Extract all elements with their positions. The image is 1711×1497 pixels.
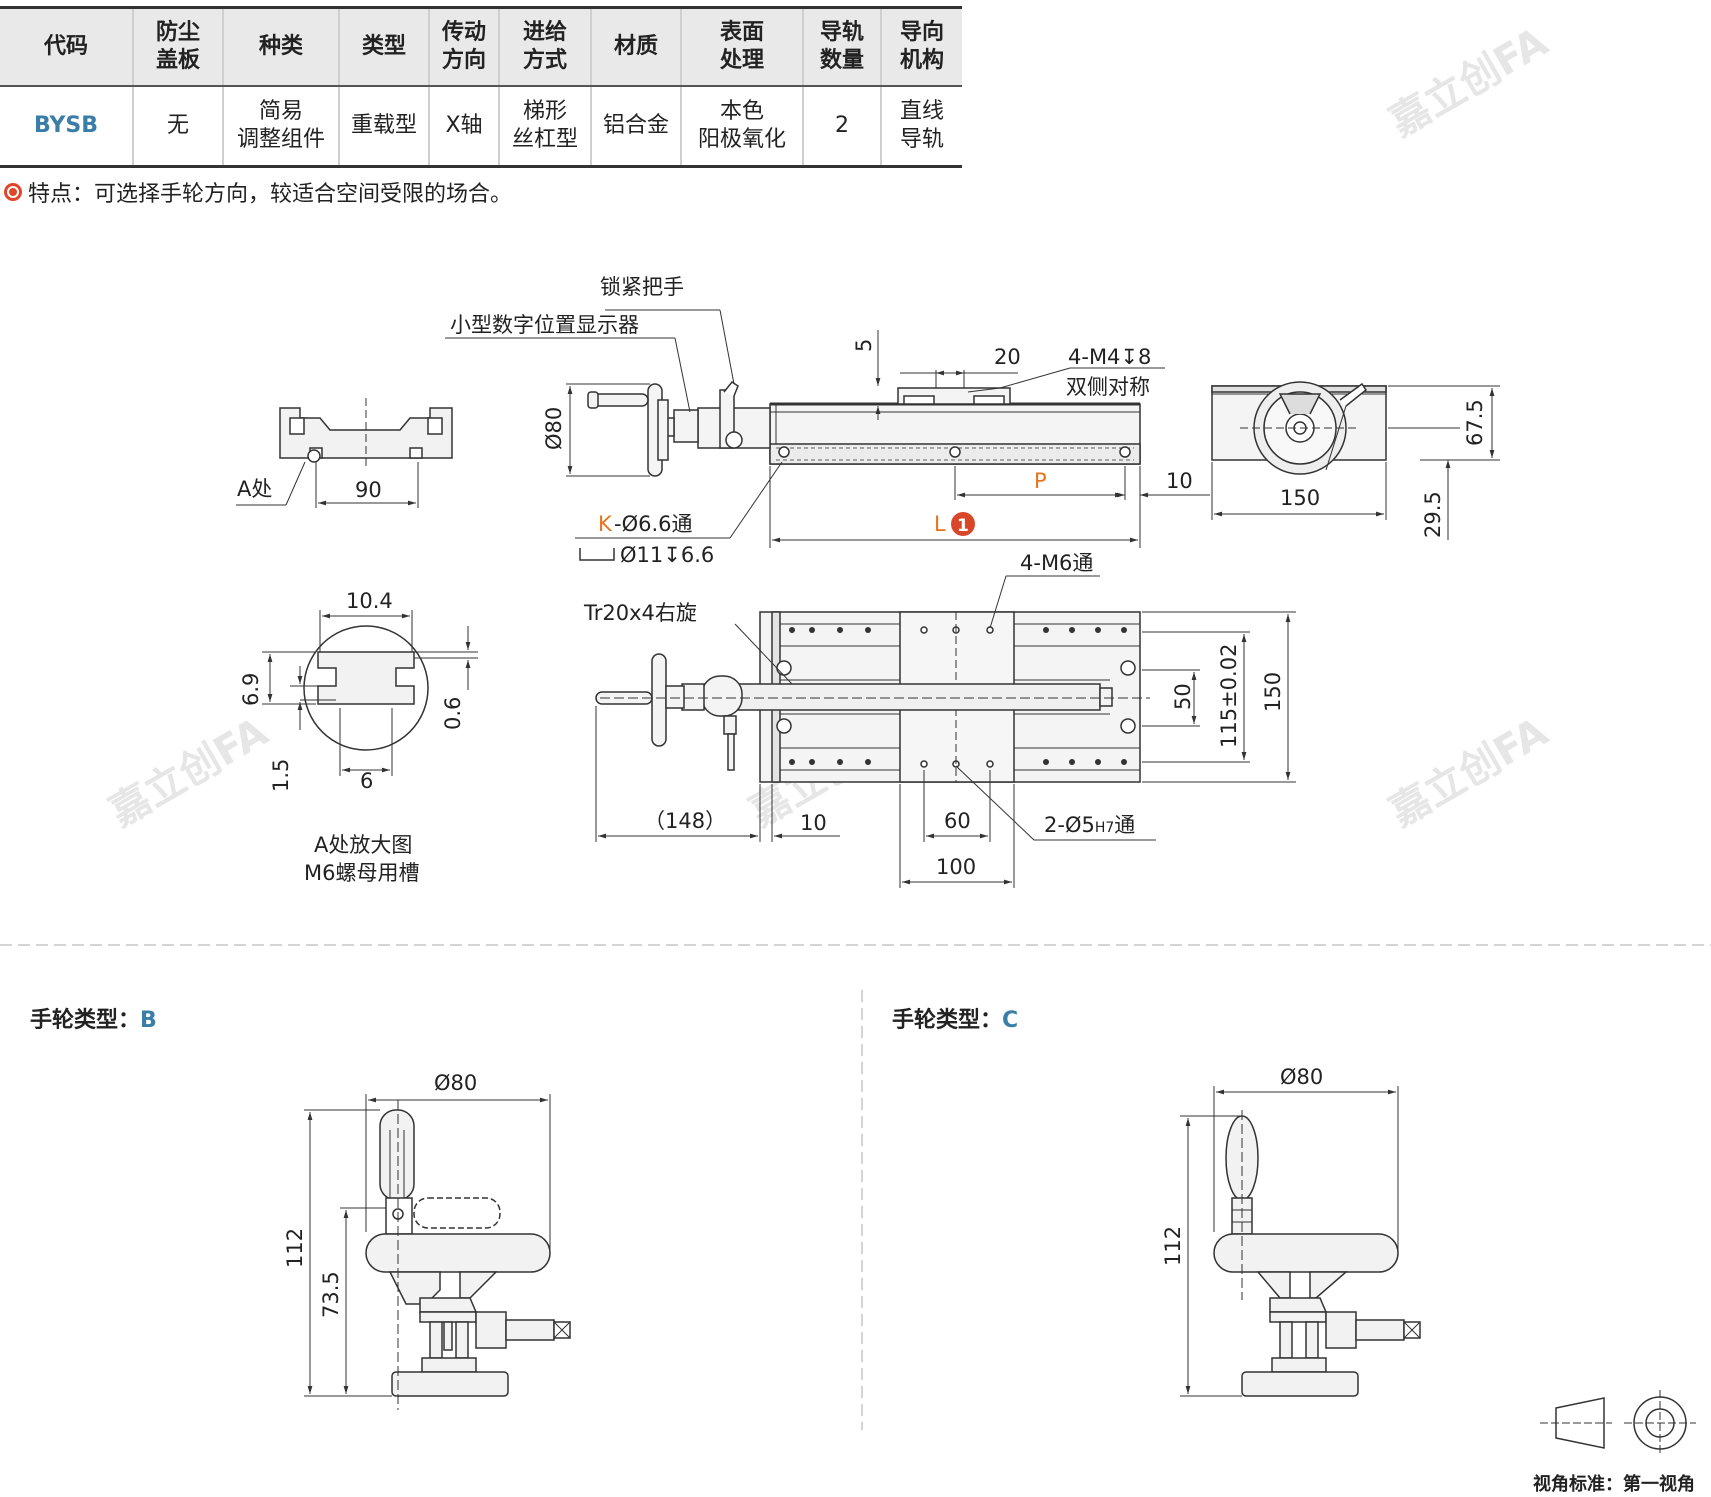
dim-148: （148） xyxy=(644,809,726,833)
hb-dim-dia80: Ø80 xyxy=(434,1071,477,1095)
a-point-label: A处 xyxy=(237,477,272,501)
dim-dia80: Ø80 xyxy=(542,407,566,450)
first-angle-projection-icon xyxy=(1540,1390,1696,1456)
hc-dim-dia80: Ø80 xyxy=(1280,1065,1323,1089)
dim-0-6: 0.6 xyxy=(441,697,465,730)
header-cell: 防尘盖板 xyxy=(133,6,224,87)
pin-hole-label: 2-Ø5H7通 xyxy=(1044,813,1135,837)
hc-dim-112: 112 xyxy=(1161,1226,1185,1266)
k-prefix: K xyxy=(598,512,613,536)
handwheel-b-title: 手轮类型：B xyxy=(30,1008,157,1033)
dim-20: 20 xyxy=(994,345,1021,369)
end-profile-view xyxy=(236,398,453,508)
detail-a-subtitle: M6螺母用槽 xyxy=(304,861,419,885)
handwheel-c-view xyxy=(1180,1086,1421,1397)
lock-handle-label: 锁紧把手 xyxy=(600,275,684,299)
detail-a-view xyxy=(262,610,478,776)
dim-115: 115±0.02 xyxy=(1217,644,1241,748)
target-icon xyxy=(4,183,22,201)
header-cell: 表面处理 xyxy=(681,6,804,87)
dim-60: 60 xyxy=(944,809,971,833)
dim-6-9: 6.9 xyxy=(239,673,263,706)
dim-10a: 10 xyxy=(1166,469,1193,493)
table-header-row: 代码 防尘盖板 种类 类型 传动方向 进给方式 材质 表面处理 导轨数量 导向机… xyxy=(0,6,962,87)
hb-dim-73-5: 73.5 xyxy=(319,1271,343,1318)
dim-10-4: 10.4 xyxy=(346,589,393,613)
note-badge xyxy=(951,512,975,536)
leadscrew-label: Tr20x4右旋 xyxy=(583,601,697,625)
dim-150a: 150 xyxy=(1280,486,1320,510)
header-cell: 导轨数量 xyxy=(803,6,882,87)
hb-dim-112: 112 xyxy=(283,1228,307,1268)
spec-table: 代码 防尘盖板 种类 类型 传动方向 进给方式 材质 表面处理 导轨数量 导向机… xyxy=(0,6,962,168)
dim-5: 5 xyxy=(852,339,876,352)
dim-l: L xyxy=(934,512,946,536)
counterbore-label: Ø11↧6.6 xyxy=(620,543,714,567)
dim-29-5: 29.5 xyxy=(1421,491,1445,538)
table-cell: 简易调整组件 xyxy=(223,86,340,168)
detail-a-title: A处放大图 xyxy=(314,833,412,857)
header-cell: 材质 xyxy=(591,6,682,87)
side-view xyxy=(1211,381,1500,540)
dim-10b: 10 xyxy=(800,811,827,835)
table-row: BYSB 无 简易调整组件 重载型 X轴 梯形丝杠型 铝合金 本色阳极氧化 2 … xyxy=(0,86,962,168)
dim-150b: 150 xyxy=(1261,672,1285,712)
table-cell: 重载型 xyxy=(339,86,430,168)
dim-67-5: 67.5 xyxy=(1463,399,1487,446)
table-cell: X轴 xyxy=(429,86,500,168)
table-cell: 本色阳极氧化 xyxy=(681,86,804,168)
table-cell-code: BYSB xyxy=(0,86,134,168)
handwheel-c-title: 手轮类型：C xyxy=(892,1008,1019,1033)
k-hole-label: -Ø6.6通 xyxy=(614,512,693,536)
table-cell: 铝合金 xyxy=(591,86,682,168)
m6-label: 4-M6通 xyxy=(1020,551,1093,575)
dim-100: 100 xyxy=(936,855,976,879)
header-cell: 类型 xyxy=(339,6,430,87)
header-cell: 导向机构 xyxy=(881,6,962,87)
m4-label: 4-M4↧8 xyxy=(1068,345,1151,369)
view-standard-label: 视角标准：第一视角 xyxy=(1533,1474,1695,1495)
dim-6: 6 xyxy=(360,769,373,793)
header-cell: 传动方向 xyxy=(429,6,500,87)
header-cell: 种类 xyxy=(223,6,340,87)
feature-note: 特点：可选择手轮方向，较适合空间受限的场合。 xyxy=(4,176,512,208)
table-cell: 2 xyxy=(803,86,882,168)
table-cell: 梯形丝杠型 xyxy=(499,86,592,168)
display-label: 小型数字位置显示器 xyxy=(450,313,639,337)
header-cell: 代码 xyxy=(0,6,134,87)
dim-90: 90 xyxy=(355,478,382,502)
dim-50: 50 xyxy=(1171,683,1195,710)
top-view xyxy=(595,575,1296,888)
dim-1-5: 1.5 xyxy=(269,759,293,792)
table-cell: 直线导轨 xyxy=(881,86,962,168)
table-cell: 无 xyxy=(133,86,224,168)
dim-p: P xyxy=(1034,469,1047,493)
symmetric-label: 双侧对称 xyxy=(1066,375,1150,399)
note-badge-number: 1 xyxy=(957,516,969,536)
header-cell: 进给方式 xyxy=(499,6,592,87)
front-view xyxy=(445,309,1210,561)
feature-note-text: 特点：可选择手轮方向，较适合空间受限的场合。 xyxy=(28,182,513,207)
handwheel-b-view xyxy=(304,1094,571,1410)
